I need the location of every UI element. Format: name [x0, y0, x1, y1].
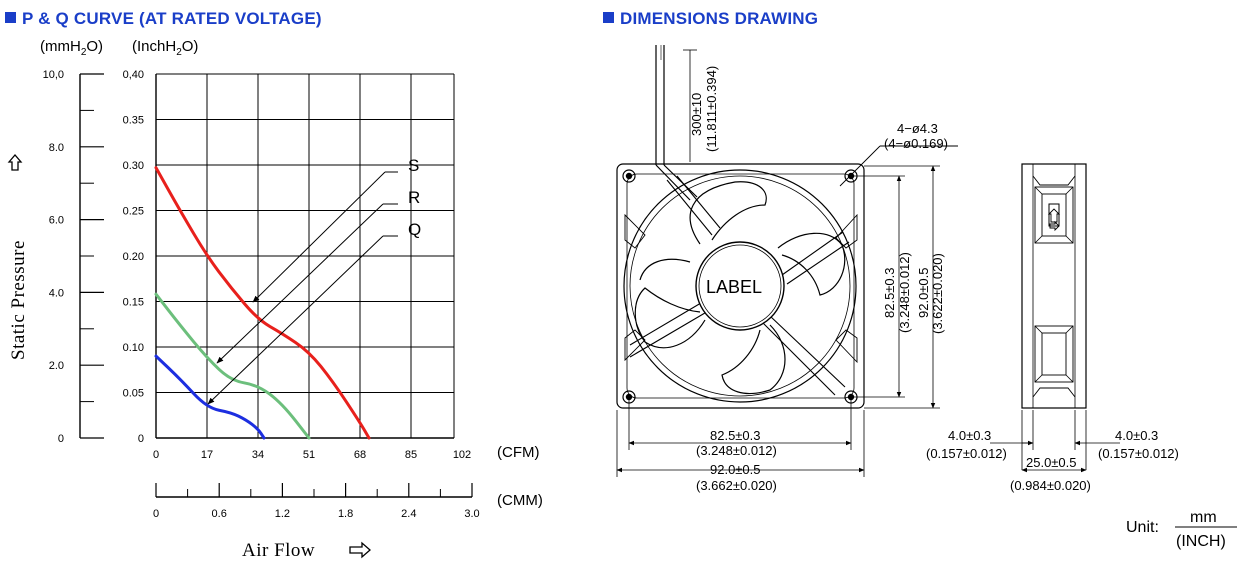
hole-spacing-h-label: 82.5±0.3 — [710, 428, 761, 443]
dimensions-heading: DIMENSIONS DRAWING — [603, 9, 818, 29]
x-tick-label-cfm: 68 — [354, 449, 366, 461]
series-label-q: Q — [408, 220, 421, 239]
hole-spacing-h-inch-label: (3.248±0.012) — [696, 443, 777, 458]
y-tick-label-mm: 0 — [58, 433, 64, 445]
cable-length-label: 300±10 — [689, 93, 704, 136]
fan-hub — [695, 241, 785, 331]
cable-length-inch-label: (11.811±0.394) — [704, 66, 719, 152]
rotation-arrow-icon — [1049, 220, 1060, 232]
airflow-arrow-icon — [1047, 208, 1061, 223]
cfm-unit: (CFM) — [497, 444, 539, 461]
fan-front-frame — [616, 163, 865, 409]
x-tick-label-cfm: 51 — [303, 449, 315, 461]
dimensions-drawing — [616, 45, 1237, 528]
y-tick-label-inch: 0.20 — [123, 251, 144, 263]
y-unit-mmh2o: (mmH2O) — [40, 38, 104, 58]
depth-label: 25.0±0.5 — [1026, 455, 1077, 470]
y-tick-label-mm: 2.0 — [49, 360, 64, 372]
mmh2o-axis: 0 2.0 4.0 6.0 8.0 10,0 — [43, 69, 104, 445]
x-tick-label-cmm: 2.4 — [401, 508, 416, 520]
series-pointers — [207, 171, 398, 405]
pq-curve-heading: P & Q CURVE (AT RATED VOLTAGE) — [5, 9, 322, 29]
dimension-labels: 300±10 (11.811±0.394) 4−ø4.3 (4−ø0.169) … — [689, 66, 1226, 550]
size-h-label: 92.0±0.5 — [710, 462, 761, 477]
size-v-label: 92.0±0.5 — [916, 267, 931, 318]
y-tick-label-inch: 0.35 — [123, 115, 144, 127]
depth-inch-label: (0.984±0.020) — [1010, 478, 1091, 493]
cable — [655, 45, 698, 201]
fan-side-view — [1021, 163, 1087, 409]
up-arrow-icon — [7, 154, 23, 171]
x-tick-label-cmm: 1.2 — [275, 508, 290, 520]
hole-spacing-v-label: 82.5±0.3 — [882, 267, 897, 318]
series-line-r — [154, 292, 311, 440]
x-tick-label-cfm: 0 — [153, 449, 159, 461]
square-bullet-icon — [603, 12, 614, 23]
dimensions-title: DIMENSIONS DRAWING — [620, 9, 819, 28]
cmm-axis: 0 0.6 1.2 1.8 2.4 3.0 — [153, 483, 480, 520]
pq-chart: 0 2.0 4.0 6.0 8.0 10,0 0 17 34 51 68 85 102 0 0.05 0.1… — [7, 69, 543, 561]
unit-label: Unit: — [1126, 519, 1159, 536]
x-tick-label-cmm: 3.0 — [464, 508, 479, 520]
x-tick-label-cmm: 1.8 — [338, 508, 353, 520]
y-tick-label-inch: 0.10 — [123, 342, 144, 354]
fan-shroud — [623, 169, 857, 403]
flange-right-label: 4.0±0.3 — [1115, 428, 1158, 443]
right-arrow-icon — [349, 541, 371, 559]
flange-left-label: 4.0±0.3 — [948, 428, 991, 443]
y-tick-label-mm: 6.0 — [49, 215, 64, 227]
x-tick-label-cfm: 17 — [201, 449, 213, 461]
y-unit-inchh2o: (InchH2O) — [132, 38, 199, 58]
y-tick-label-inch: 0.30 — [123, 160, 144, 172]
fan-blades — [634, 181, 846, 395]
x-tick-label-cfm: 102 — [453, 449, 471, 461]
chart-tick-labels: 0 17 34 51 68 85 102 0 0.05 0.10 0.15 0.20 0.25 0.30 0… — [123, 69, 472, 461]
square-bullet-icon — [5, 12, 16, 23]
series-label-r: R — [408, 188, 420, 207]
unit-denominator: (INCH) — [1176, 533, 1226, 550]
fan-struts — [629, 175, 850, 396]
y-tick-label-inch: 0 — [138, 433, 144, 445]
y-tick-label-mm: 8.0 — [49, 142, 64, 154]
y-tick-label-mm: 4.0 — [49, 287, 64, 299]
hole-spacing-v-inch-label: (3.248±0.012) — [897, 252, 912, 333]
size-h-inch-label: (3.662±0.020) — [696, 478, 777, 493]
cmm-unit: (CMM) — [497, 492, 543, 509]
x-tick-label-cfm: 34 — [252, 449, 264, 461]
y-tick-label-inch: 0.25 — [123, 206, 144, 218]
x-axis-title: Air Flow — [242, 540, 315, 561]
series-line-q — [154, 354, 266, 440]
holes-label: 4−ø4.3 — [897, 121, 938, 136]
flange-left-inch-label: (0.157±0.012) — [926, 446, 1007, 461]
chart-grid — [155, 73, 455, 439]
chart-series — [154, 166, 371, 440]
x-tick-label-cfm: 85 — [405, 449, 417, 461]
size-v-inch-label: (3.622±0.020) — [930, 253, 945, 334]
holes-inch-label: (4−ø0.169) — [884, 136, 948, 151]
series-line-s — [154, 166, 371, 440]
fan-label: LABEL — [706, 277, 762, 297]
series-label-s: S — [408, 156, 419, 175]
unit-numerator: mm — [1190, 509, 1217, 526]
y-axis-title: Static Pressure — [8, 240, 29, 360]
flange-right-inch-label: (0.157±0.012) — [1098, 446, 1179, 461]
y-tick-label-inch: 0.05 — [123, 388, 144, 400]
x-tick-label-cmm: 0 — [153, 508, 159, 520]
y-tick-label-mm: 10,0 — [43, 69, 64, 81]
pq-curve-title: P & Q CURVE (AT RATED VOLTAGE) — [22, 9, 322, 28]
y-tick-label-inch: 0.15 — [123, 297, 144, 309]
x-tick-label-cmm: 0.6 — [212, 508, 227, 520]
y-tick-label-inch: 0,40 — [123, 69, 144, 81]
